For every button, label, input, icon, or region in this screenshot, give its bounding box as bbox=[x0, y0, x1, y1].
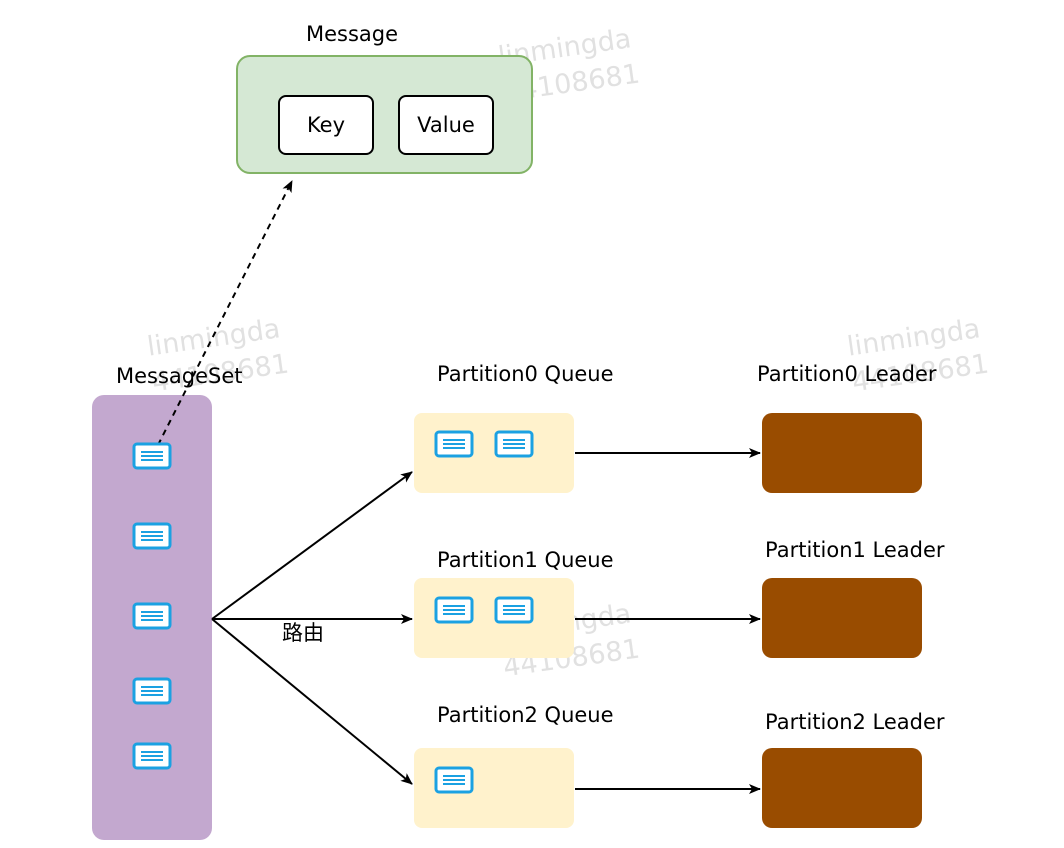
message-box: Key Value bbox=[236, 55, 533, 174]
document-icon bbox=[434, 596, 474, 624]
value-field: Value bbox=[398, 95, 494, 155]
document-icon bbox=[494, 596, 534, 624]
leader-label-2: Partition2 Leader bbox=[765, 710, 945, 734]
queue-label-1: Partition1 Queue bbox=[437, 548, 614, 572]
leader-label-1: Partition1 Leader bbox=[765, 538, 945, 562]
partition2-leader bbox=[762, 748, 922, 828]
queue-label-0: Partition0 Queue bbox=[437, 362, 614, 386]
partition0-leader bbox=[762, 413, 922, 493]
document-icon bbox=[132, 602, 172, 630]
leader-label-0: Partition0 Leader bbox=[757, 362, 937, 386]
document-icon bbox=[434, 430, 474, 458]
document-icon bbox=[494, 430, 534, 458]
routing-label: 路由 bbox=[282, 621, 324, 645]
queue-label-2: Partition2 Queue bbox=[437, 703, 614, 727]
route-arrow-0 bbox=[211, 471, 413, 620]
partition1-leader bbox=[762, 578, 922, 658]
document-icon bbox=[132, 677, 172, 705]
route-arrow-2 bbox=[211, 618, 413, 785]
key-field: Key bbox=[278, 95, 374, 155]
message-title: Message bbox=[306, 22, 399, 46]
document-icon bbox=[132, 442, 172, 470]
document-icon bbox=[434, 766, 474, 794]
document-icon bbox=[132, 742, 172, 770]
dashed-link-arrow bbox=[157, 180, 293, 446]
document-icon bbox=[132, 522, 172, 550]
messageset-title: MessageSet bbox=[116, 364, 243, 388]
